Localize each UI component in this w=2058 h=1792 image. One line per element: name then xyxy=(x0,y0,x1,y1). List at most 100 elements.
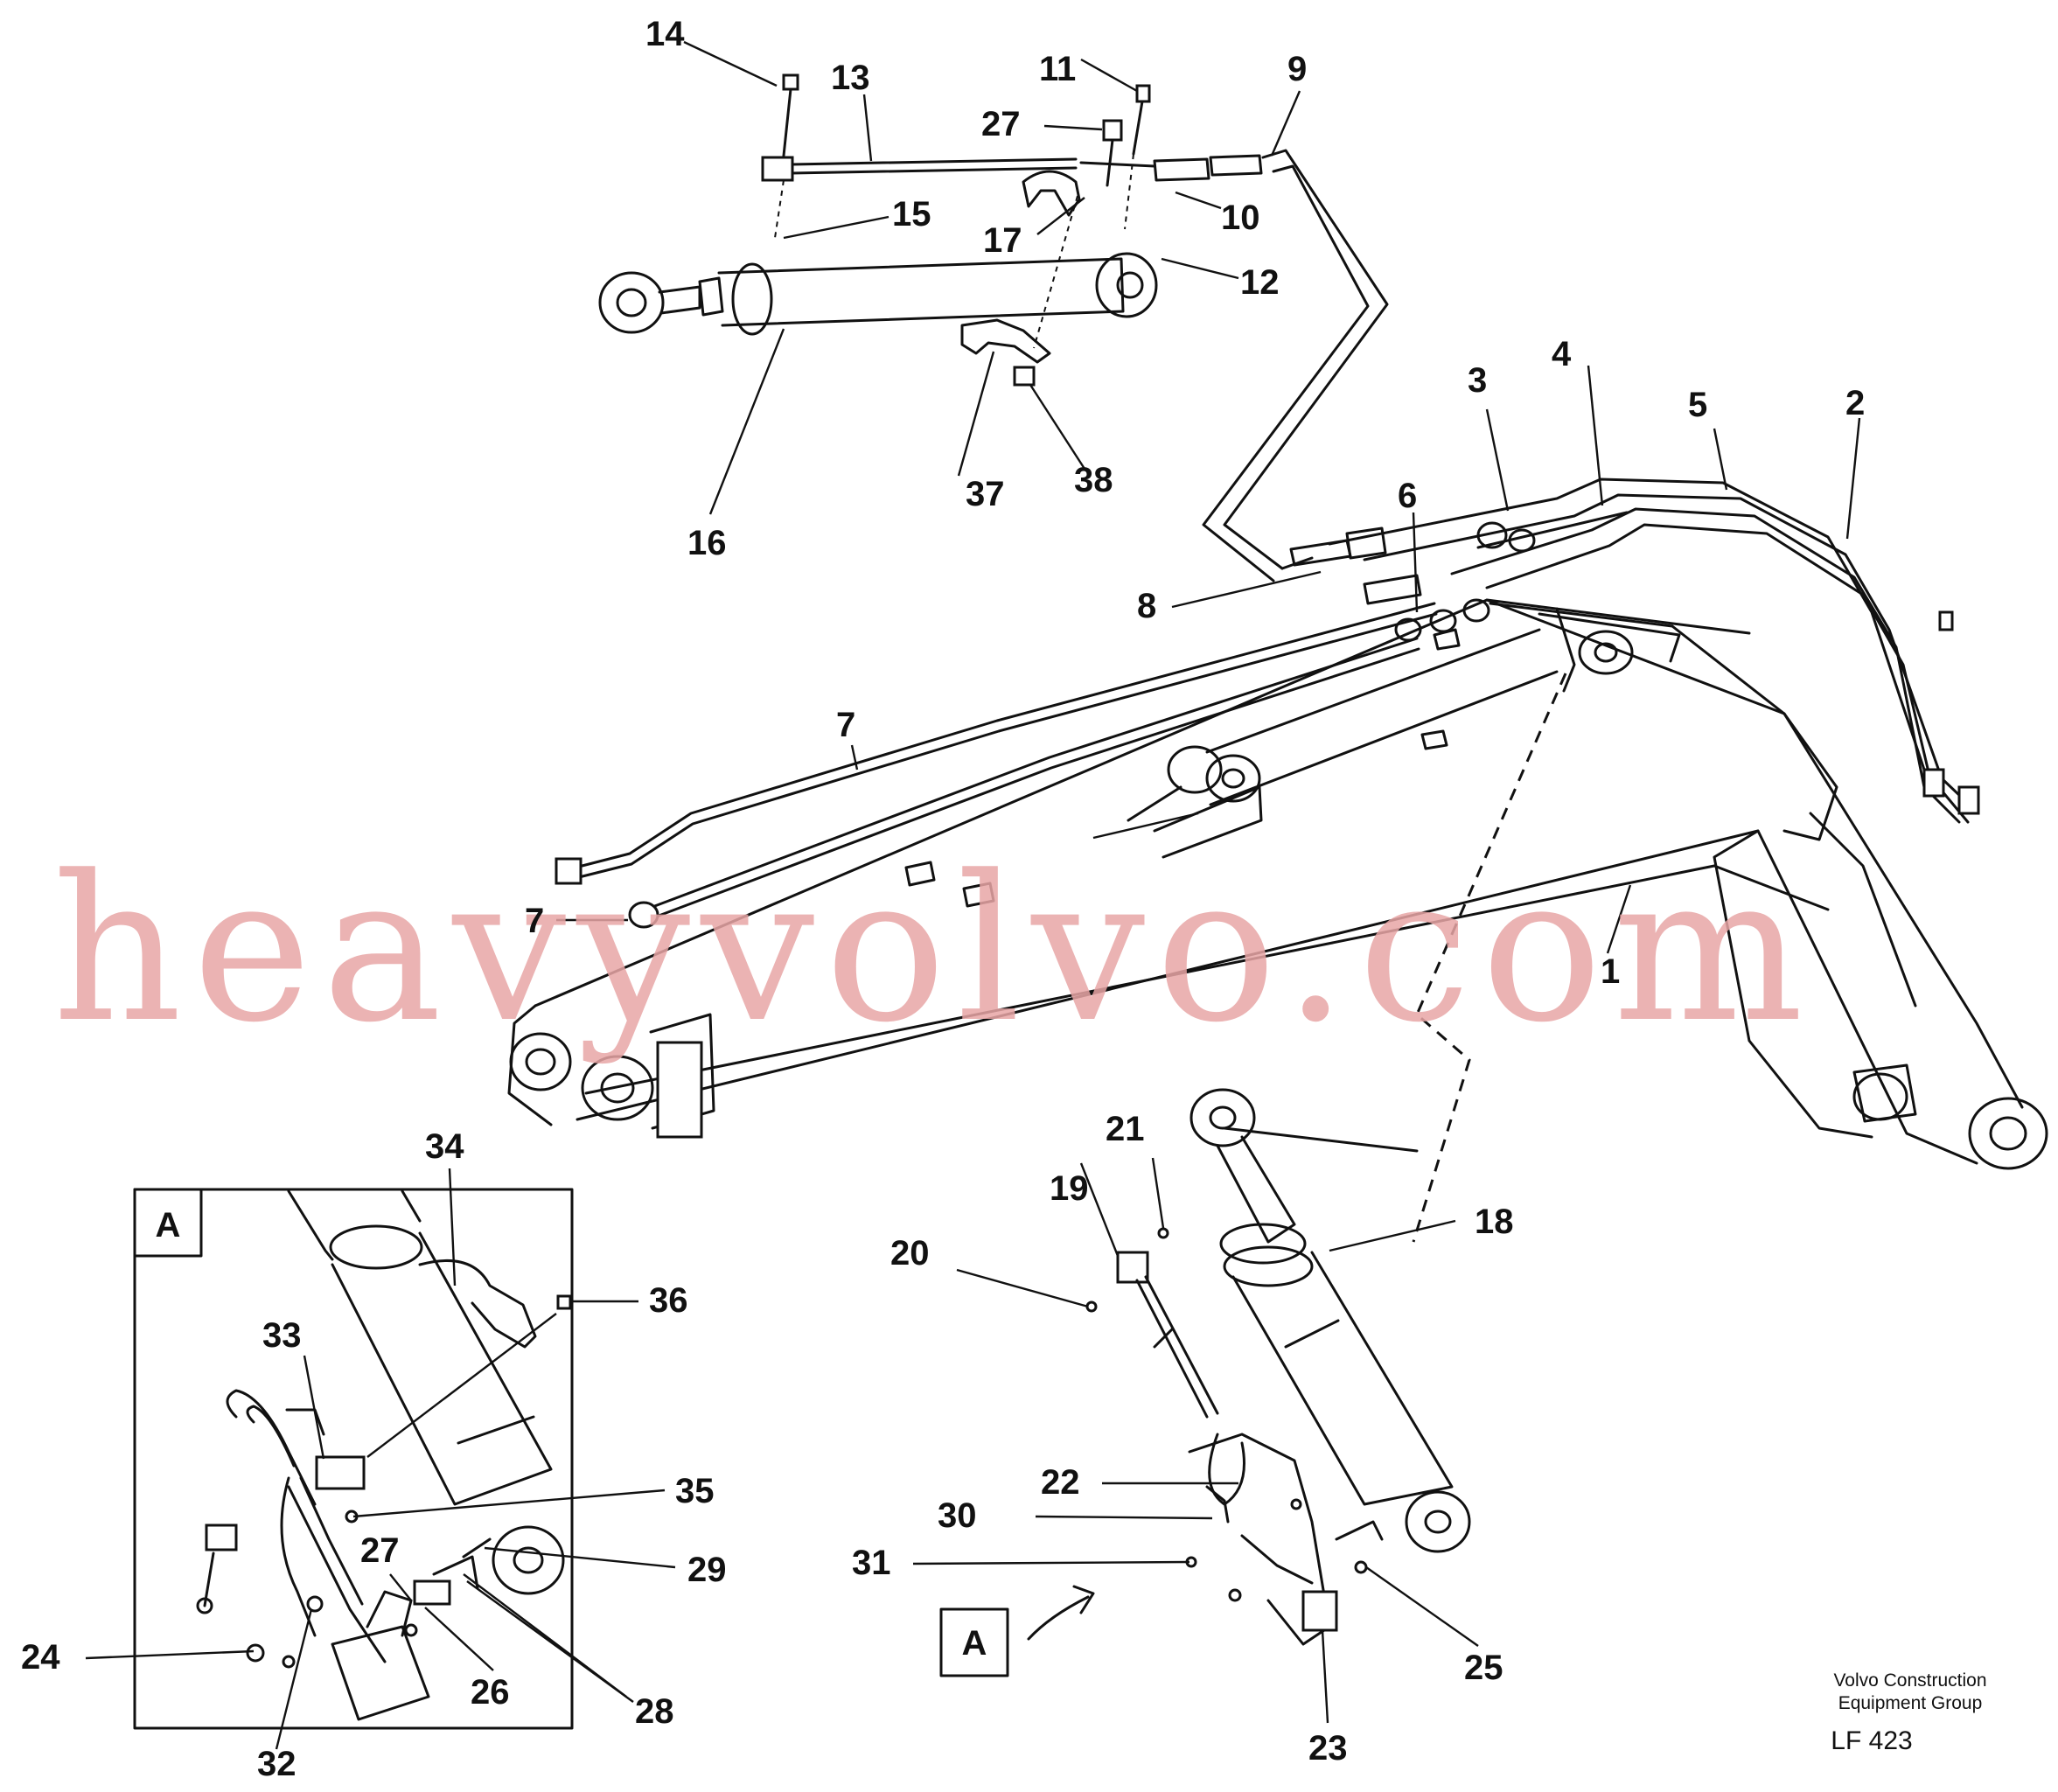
detail-bracket-33 xyxy=(315,1455,366,1490)
callout-26: 26 xyxy=(471,1673,510,1712)
fitting-10 xyxy=(1153,157,1210,182)
callout-6: 6 xyxy=(1398,477,1417,515)
callout-4: 4 xyxy=(1552,335,1572,373)
callout-33: 33 xyxy=(262,1316,302,1355)
detail-letter: A xyxy=(156,1206,181,1245)
fitting-19 xyxy=(1116,1251,1149,1284)
cylinder-bottom-bore xyxy=(1116,271,1144,299)
detail-frame xyxy=(133,1188,574,1730)
callout-31: 31 xyxy=(852,1544,891,1582)
boom-cylinder-mount xyxy=(1167,745,1223,794)
boom-front-bracket xyxy=(656,1041,703,1139)
callout-7-upper: 7 xyxy=(836,706,855,744)
callout-30: 30 xyxy=(938,1496,977,1535)
dashed-link xyxy=(1412,673,1567,1243)
view-letter-box xyxy=(939,1607,1009,1677)
pipe-3 xyxy=(1485,523,1935,792)
callout-10: 10 xyxy=(1221,199,1260,237)
callout-32: 32 xyxy=(257,1745,296,1783)
nut-38 xyxy=(1013,366,1036,387)
valve-block xyxy=(1188,1433,1331,1646)
valve-cartridge xyxy=(1301,1590,1338,1632)
rod-eye xyxy=(598,271,665,334)
pipe-2 xyxy=(1363,493,1980,815)
detail-valve-block xyxy=(331,1625,430,1721)
cylinder-18-rod xyxy=(1216,1135,1296,1244)
pipe-7-end xyxy=(555,857,583,885)
cylinder-18-eye xyxy=(1189,1088,1256,1147)
callout-23: 23 xyxy=(1308,1729,1348,1768)
detail-pipe-loop xyxy=(226,1389,317,1506)
footer-drawing-code: LF 423 xyxy=(1831,1726,1912,1755)
callout-2: 2 xyxy=(1845,384,1865,422)
view-letter: A xyxy=(962,1624,987,1663)
pipe-7-upper xyxy=(567,602,1436,871)
callout-28: 28 xyxy=(635,1692,674,1731)
callout-11: 11 xyxy=(1039,50,1076,88)
callout-20: 20 xyxy=(890,1234,930,1273)
pipe-group xyxy=(555,365,1980,1243)
lower-cylinder-assembly xyxy=(912,1088,1479,1724)
callout-36: 36 xyxy=(649,1281,688,1320)
detail-cylinder xyxy=(331,1231,553,1506)
cylinder-head xyxy=(731,262,773,336)
pipe-5 xyxy=(1328,478,1970,824)
callout-7-lower: 7 xyxy=(525,902,544,940)
callout-19: 19 xyxy=(1050,1169,1089,1208)
callout-1: 1 xyxy=(1601,952,1620,991)
callout-9: 9 xyxy=(1287,50,1307,88)
pipe-13 xyxy=(790,157,1078,166)
callout-27-top: 27 xyxy=(981,105,1021,143)
detail-clamp-34 xyxy=(418,1259,537,1349)
bolt-27 xyxy=(1102,119,1123,142)
bolt-11 xyxy=(1135,84,1151,103)
callout-29: 29 xyxy=(687,1551,727,1589)
callout-16: 16 xyxy=(687,524,727,562)
piston-rod xyxy=(658,285,701,315)
hose-9 xyxy=(1202,149,1389,582)
pipe-7-lower xyxy=(644,637,1419,911)
callout-37: 37 xyxy=(966,475,1005,513)
callout-35: 35 xyxy=(675,1472,715,1510)
callout-34: 34 xyxy=(425,1127,464,1166)
detail-a-panel xyxy=(85,1168,676,1750)
bolt-14 xyxy=(782,73,799,91)
detail-letter-box xyxy=(133,1188,203,1258)
callout-8: 8 xyxy=(1137,587,1156,625)
callout-27-detail: 27 xyxy=(360,1531,400,1570)
clamp-37 xyxy=(960,318,1051,364)
upper-cylinder-assembly xyxy=(598,40,1301,515)
callout-38: 38 xyxy=(1074,461,1113,499)
callout-21: 21 xyxy=(1106,1110,1145,1148)
callout-17: 17 xyxy=(983,221,1022,260)
rod-collar xyxy=(698,276,724,317)
rod-eye-bore xyxy=(616,288,647,317)
clamp-17 xyxy=(1022,170,1081,217)
callout-5: 5 xyxy=(1688,386,1707,424)
callout-25: 25 xyxy=(1464,1649,1503,1687)
boom-front-eye-left xyxy=(509,1032,572,1091)
callout-labels: 14 13 11 27 9 15 10 17 12 37 38 16 3 4 5… xyxy=(21,15,1865,1783)
view-arrow xyxy=(1027,1595,1090,1641)
callout-3: 3 xyxy=(1468,361,1487,400)
callout-12: 12 xyxy=(1240,263,1280,302)
footer-company-line1: Volvo Construction xyxy=(1833,1670,1986,1691)
pipe-end xyxy=(1922,768,1945,798)
pipe-4 xyxy=(1450,507,1961,824)
callout-22: 22 xyxy=(1041,1463,1080,1502)
callout-13: 13 xyxy=(831,59,870,97)
watermark-text: heavyvolvo.com xyxy=(52,833,1814,1067)
cylinder-tube xyxy=(717,257,1125,327)
pipe-block xyxy=(761,156,794,182)
callout-24: 24 xyxy=(21,1638,60,1677)
boom-foot-eye xyxy=(1968,1097,2048,1170)
boom-front-eye-right xyxy=(581,1055,654,1121)
cylinder-bottom-eye xyxy=(1095,252,1158,318)
footer-company-line2: Equipment Group xyxy=(1838,1693,1983,1713)
boom-clip xyxy=(904,861,936,887)
boom-assembly xyxy=(507,598,2048,1170)
callout-18: 18 xyxy=(1475,1203,1514,1241)
callout-14: 14 xyxy=(645,15,685,53)
